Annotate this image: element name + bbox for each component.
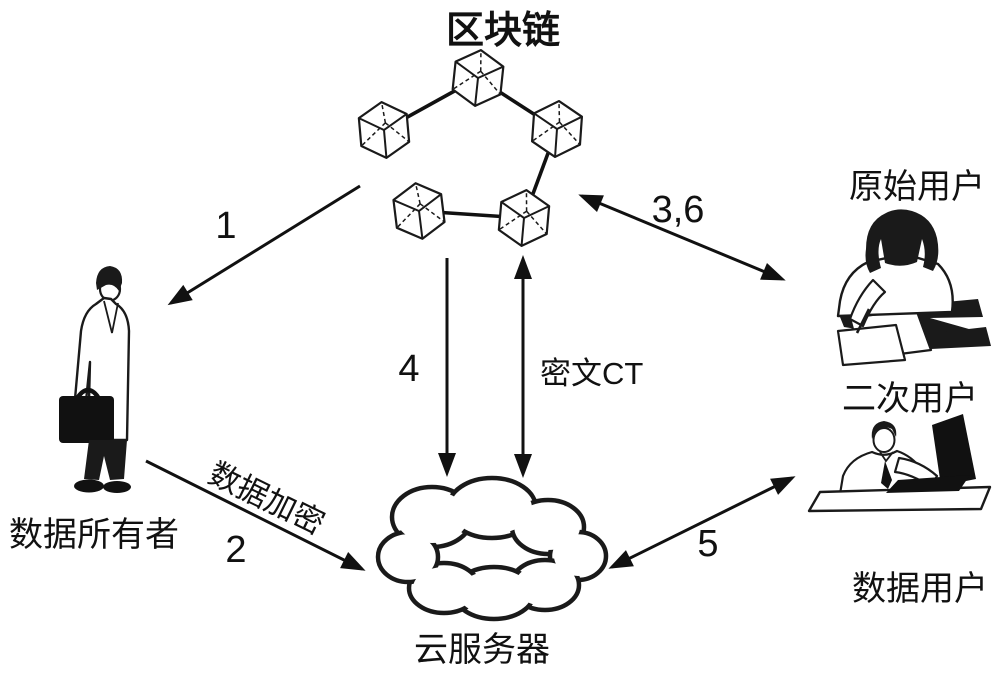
block-cube-icon (530, 98, 584, 160)
blockchain-cube-cluster (356, 46, 584, 250)
ciphertext-ct-label: 密文CT (540, 356, 643, 391)
step36-label: 3,6 (652, 189, 705, 231)
step1-label: 1 (215, 205, 236, 247)
block-cube-icon (356, 98, 412, 162)
arrow-blockchain-to-owner (167, 184, 361, 306)
block-cube-icon (496, 186, 552, 250)
step2-label: 2 (225, 529, 246, 571)
step5-label: 5 (697, 523, 718, 565)
block-cube-icon (450, 46, 506, 110)
data-user-label: 数据用户 (852, 570, 988, 608)
original-user-label: 原始用户 (849, 168, 985, 206)
flow-arrows (145, 184, 796, 571)
step4-label: 4 (398, 348, 419, 390)
arrow-cloud-to-data-user (608, 476, 796, 569)
arrow-owner-to-cloud (145, 459, 366, 571)
data-owner-label: 数据所有者 (9, 516, 179, 554)
secondary-user-label: 二次用户 (842, 380, 978, 418)
block-cube-icon (390, 179, 448, 243)
arrow-blockchain-to-original-user (578, 194, 786, 281)
data-owner-figure (59, 266, 131, 493)
cloud-server-icon (375, 475, 609, 622)
secondary-user-figure (807, 414, 992, 513)
original-user-figure (836, 209, 991, 367)
cloud-server-label: 云服务器 (414, 631, 550, 669)
blockchain-label: 区块链 (446, 10, 560, 52)
